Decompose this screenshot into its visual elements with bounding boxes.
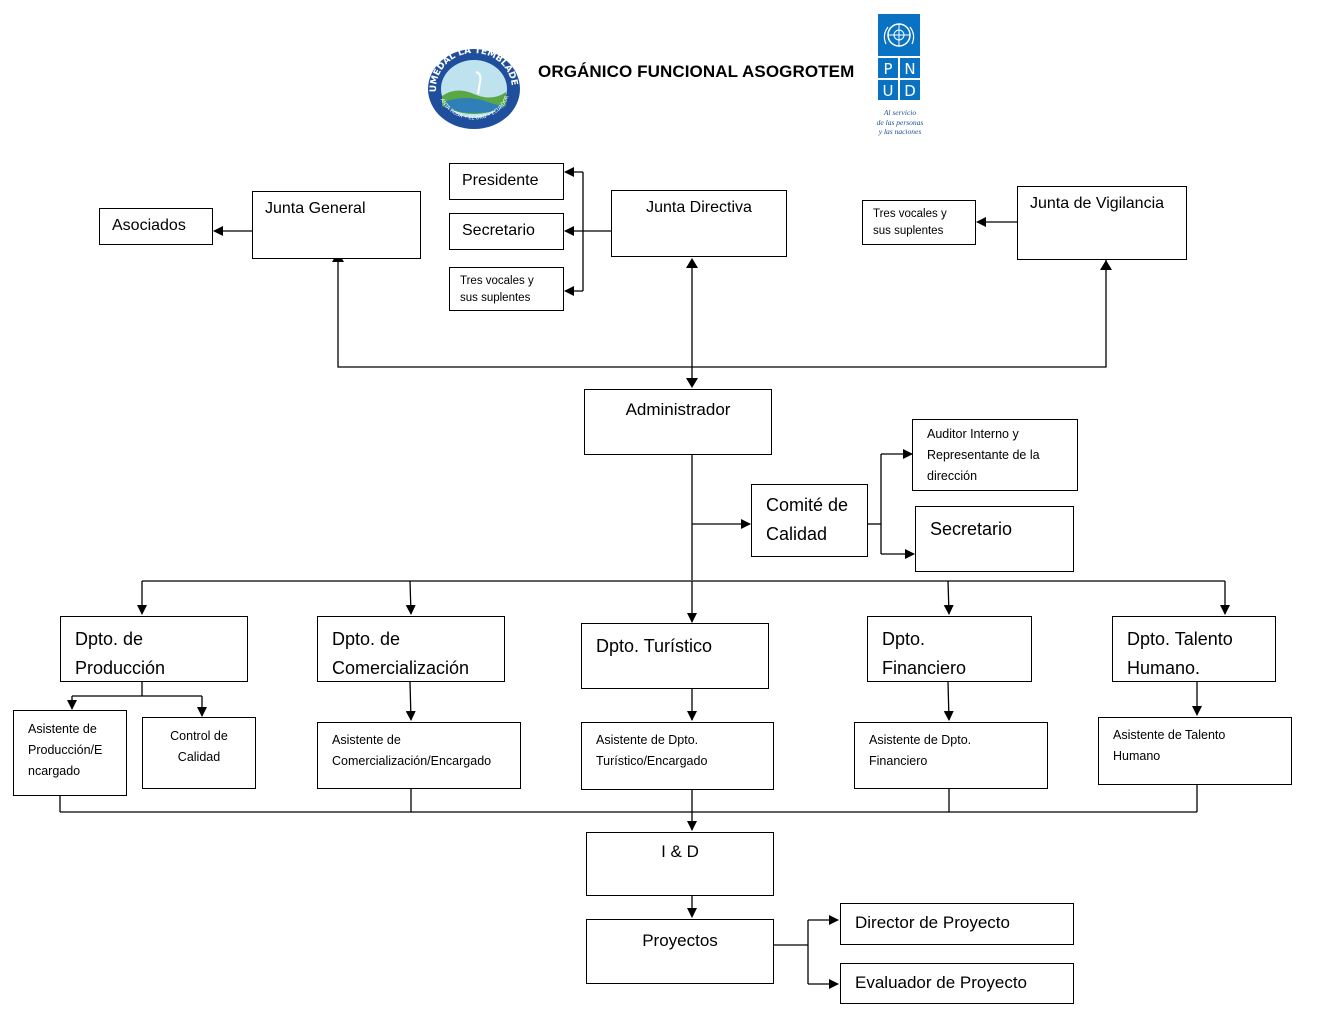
node-junta-directiva: Junta Directiva xyxy=(611,190,787,257)
node-i-d: I & D xyxy=(586,832,774,896)
pnud-letter: P xyxy=(883,60,892,78)
humedal-seal-logo: HUMEDAL LA TEMBLADERA SANTA ROSA • EL OR… xyxy=(426,48,520,129)
pnud-letter: U xyxy=(883,82,894,100)
pnud-tagline: Al servicio de las personas y las nacion… xyxy=(876,108,924,136)
node-junta-general: Junta General xyxy=(252,191,421,259)
node-junta-vigilancia: Junta de Vigilancia xyxy=(1017,186,1187,260)
page-title: ORGÁNICO FUNCIONAL ASOGROTEM xyxy=(538,62,855,81)
node-asist-financiero: Asistente de Dpto.Financiero xyxy=(854,722,1048,789)
node-secretario-jd: Secretario xyxy=(449,213,564,250)
node-secretario-cc: Secretario xyxy=(915,506,1074,572)
pnud-letter: N xyxy=(904,60,915,78)
node-evaluador-proyecto: Evaluador de Proyecto xyxy=(840,963,1074,1004)
node-proyectos: Proyectos xyxy=(586,919,774,984)
node-presidente: Presidente xyxy=(449,163,564,200)
node-dpto-turistico: Dpto. Turístico xyxy=(581,623,769,689)
connector-governance-bus xyxy=(337,254,1107,368)
un-emblem-logo: P N U D xyxy=(878,14,920,100)
node-director-proyecto: Director de Proyecto xyxy=(840,903,1074,945)
node-asociados: Asociados xyxy=(99,208,213,245)
pnud-letter: D xyxy=(904,82,916,100)
node-asist-turistico: Asistente de Dpto.Turístico/Encargado xyxy=(581,722,774,790)
node-administrador: Administrador xyxy=(584,389,772,455)
node-dpto-financiero: Dpto.Financiero xyxy=(867,616,1032,682)
